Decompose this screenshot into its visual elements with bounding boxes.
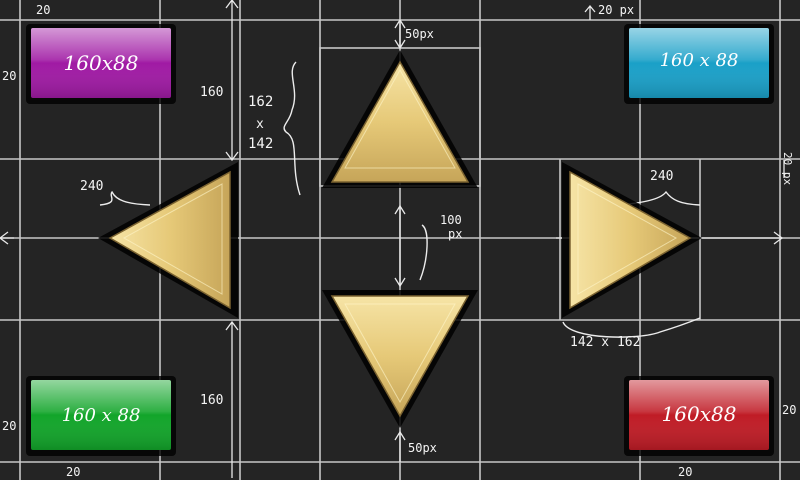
top-right-margin-y-label: 20 px — [598, 3, 634, 17]
bottom-right-button-label: 160x88 — [662, 402, 737, 426]
left-height-label: 160 — [200, 85, 223, 100]
top-right-button-label: 160 x 88 — [660, 50, 739, 71]
up-size-x-label: x — [256, 117, 264, 132]
top-left-margin-y-label: 20 — [2, 69, 16, 83]
up-size-bottom-label: 142 — [248, 136, 273, 152]
bottom-left-button-label: 160 x 88 — [62, 405, 141, 426]
top-left-button-label: 160x88 — [64, 51, 139, 75]
bottom-left-margin-y-label: 20 — [2, 419, 16, 433]
up-arrow-icon[interactable] — [322, 50, 478, 188]
right-size-label: 142 x 162 — [570, 335, 640, 350]
right-arrow-icon[interactable] — [562, 162, 702, 318]
bottom-left-height-label: 160 — [200, 393, 223, 408]
right-margin-label: 20 px — [781, 152, 794, 185]
up-offset-label: 50px — [405, 27, 434, 41]
top-right-button[interactable]: 160 x 88 — [624, 24, 774, 104]
down-arrow-icon[interactable] — [322, 290, 478, 428]
top-left-margin-x-label: 20 — [36, 3, 50, 17]
bottom-left-button[interactable]: 160 x 88 — [26, 376, 176, 456]
center-gap-bottom-label: px — [448, 227, 462, 241]
top-left-button[interactable]: 160x88 — [26, 24, 176, 104]
bottom-left-margin-x-label: 20 — [66, 465, 80, 479]
up-size-top-label: 162 — [248, 94, 273, 110]
left-width-label: 240 — [80, 179, 103, 194]
center-gap-top-label: 100 — [440, 213, 462, 227]
annotations: 20 20 160 50px 162 x 142 20 px 240 240 1… — [2, 3, 796, 479]
right-width-label: 240 — [650, 169, 673, 184]
bottom-right-margin-x-label: 20 — [678, 465, 692, 479]
down-offset-label: 50px — [408, 441, 437, 455]
bottom-right-margin-y-label: 20 — [782, 403, 796, 417]
bottom-right-button[interactable]: 160x88 — [624, 376, 774, 456]
left-arrow-icon[interactable] — [98, 162, 238, 318]
